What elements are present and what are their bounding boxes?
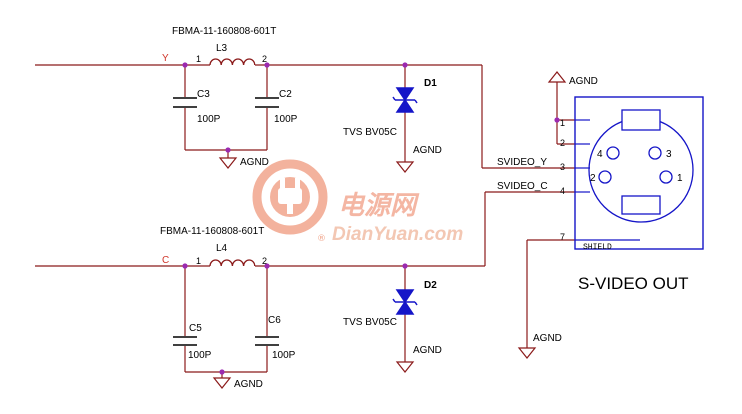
net-y-label: Y xyxy=(162,53,169,64)
watermark-cn: 电源网 xyxy=(338,191,420,221)
shield-label: SHIELD xyxy=(583,243,612,252)
face-pin-2: 2 xyxy=(590,173,596,184)
conn-pin-3: 3 xyxy=(560,162,565,172)
diode-d1-label: D1 xyxy=(424,78,437,89)
l3-pin1: 1 xyxy=(196,54,201,64)
d2-gnd-label: AGND xyxy=(413,345,442,356)
connector-pin-stubs xyxy=(575,119,640,241)
shield-gnd-label: AGND xyxy=(533,333,562,344)
connector-title: S-VIDEO OUT xyxy=(578,274,689,293)
top-circuit xyxy=(35,64,575,169)
diode-d2-part: TVS BV05C xyxy=(343,317,397,328)
cap-c3-plates xyxy=(173,97,197,108)
cap-c3-label: C3 xyxy=(197,89,210,100)
junction-dots-top xyxy=(182,62,408,153)
tvs-diode-d1 xyxy=(392,87,418,113)
conn-pin-7: 7 xyxy=(560,232,565,242)
gnd-symbol-connector-top xyxy=(547,71,567,83)
cap-c2-plates xyxy=(255,97,279,108)
top-part-number: FBMA-11-160808-601T xyxy=(172,26,276,37)
cap-c2-value: 100P xyxy=(274,114,298,125)
diode-d1-part: TVS BV05C xyxy=(343,127,397,138)
cap-c3-value: 100P xyxy=(197,114,221,125)
connector-top-gnd-label: AGND xyxy=(569,76,598,87)
watermark-en: DianYuan.com xyxy=(332,224,463,245)
cap-c6-value: 100P xyxy=(272,350,296,361)
cap-c6-label: C6 xyxy=(268,315,281,326)
gnd-symbol-top-caps xyxy=(218,157,238,169)
inductor-l4-label: L4 xyxy=(216,243,228,254)
conn-pin-1: 1 xyxy=(560,118,565,128)
gnd-symbol-d2 xyxy=(395,361,415,373)
inductor-l4 xyxy=(209,259,256,267)
face-pin-3: 3 xyxy=(666,149,672,160)
connector-wiring xyxy=(526,82,575,348)
face-pin-1: 1 xyxy=(677,173,683,184)
diode-d2-label: D2 xyxy=(424,280,437,291)
tvs-diode-d2 xyxy=(392,289,418,315)
conn-pin-4: 4 xyxy=(560,186,565,196)
net-svideo-y: SVIDEO_Y xyxy=(497,157,547,168)
inductor-l3-label: L3 xyxy=(216,43,228,54)
cap-c5-label: C5 xyxy=(189,323,202,334)
gnd-symbol-shield xyxy=(517,347,537,359)
watermark-reg: ® xyxy=(317,234,326,244)
cap-c5-value: 100P xyxy=(188,350,212,361)
l3-pin2: 2 xyxy=(262,54,267,64)
net-svideo-c: SVIDEO_C xyxy=(497,181,548,192)
watermark-logo xyxy=(252,159,328,235)
bottom-circuit xyxy=(35,191,575,378)
l4-pin1: 1 xyxy=(196,256,201,266)
l4-pin2: 2 xyxy=(262,256,267,266)
junction-dots-bottom xyxy=(182,263,408,375)
gnd-symbol-d1 xyxy=(395,161,415,173)
inductor-l3 xyxy=(209,58,256,66)
gnd-symbol-bottom-caps xyxy=(212,377,232,389)
cap-c5-plates xyxy=(173,336,197,346)
connector-dots xyxy=(554,117,560,123)
cap-c6-plates xyxy=(255,336,279,346)
d1-gnd-label: AGND xyxy=(413,145,442,156)
bottom-caps-gnd-label: AGND xyxy=(234,379,263,390)
face-pin-4: 4 xyxy=(597,149,603,160)
net-c-label: C xyxy=(162,255,169,266)
connector-face xyxy=(588,109,694,223)
bottom-part-number: FBMA-11-160808-601T xyxy=(160,226,264,237)
top-caps-gnd-label: AGND xyxy=(240,157,269,168)
conn-pin-2: 2 xyxy=(560,138,565,148)
cap-c2-label: C2 xyxy=(279,89,292,100)
